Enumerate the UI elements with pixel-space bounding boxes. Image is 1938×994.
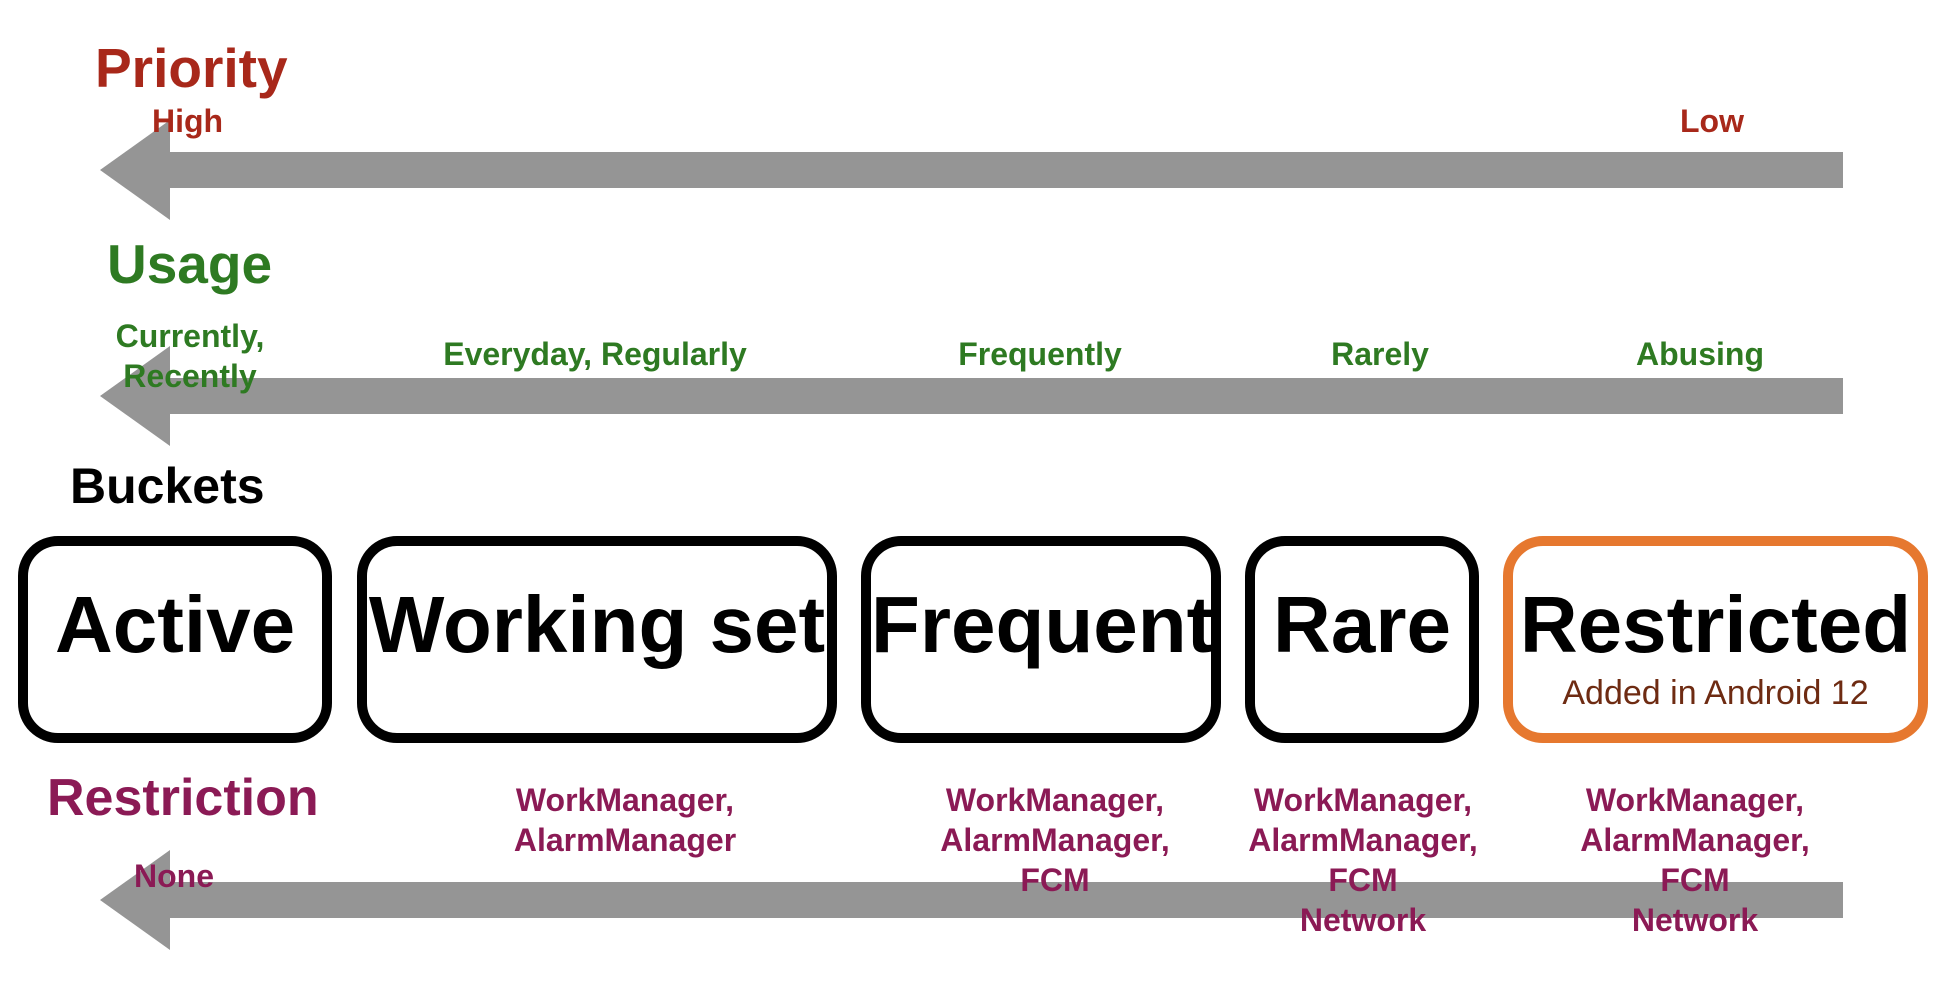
bucket-active-label: Active bbox=[54, 580, 296, 669]
usage-level-everyday: Everyday, Regularly bbox=[443, 336, 747, 372]
restriction-none-label: None bbox=[134, 858, 214, 894]
restriction-level-restricted: WorkManager, AlarmManager, FCM Network bbox=[1580, 782, 1810, 938]
bucket-working-set: Working set bbox=[357, 536, 837, 743]
usage-level-frequently: Frequently bbox=[958, 336, 1122, 372]
priority-arrow bbox=[100, 120, 1843, 220]
usage-level-rarely: Rarely bbox=[1331, 336, 1429, 372]
restriction-level-working-set: WorkManager, AlarmManager bbox=[513, 782, 737, 858]
restriction-level-rare: WorkManager, AlarmManager, FCM Network bbox=[1248, 782, 1478, 938]
bucket-restricted-note: Added in Android 12 bbox=[1562, 674, 1869, 712]
usage-level-recently: Currently, Recently bbox=[115, 318, 265, 394]
priority-low-label: Low bbox=[1680, 103, 1744, 139]
priority-high-label: High bbox=[152, 103, 224, 139]
bucket-frequent-label: Frequent bbox=[871, 580, 1214, 669]
bucket-rare-label: Rare bbox=[1273, 580, 1451, 669]
usage-arrow bbox=[100, 346, 1843, 446]
usage-title: Usage bbox=[107, 233, 273, 295]
restriction-arrow bbox=[100, 850, 1843, 950]
buckets-title: Buckets bbox=[70, 458, 265, 514]
restriction-title: Restriction bbox=[47, 769, 319, 827]
bucket-rare: Rare bbox=[1245, 536, 1479, 743]
bucket-restricted-label: Restricted bbox=[1519, 580, 1912, 669]
bucket-active: Active bbox=[18, 536, 332, 743]
bucket-restricted: Restricted Added in Android 12 bbox=[1503, 536, 1928, 743]
bucket-frequent: Frequent bbox=[861, 536, 1221, 743]
usage-level-abusing: Abusing bbox=[1636, 336, 1764, 372]
priority-title: Priority bbox=[95, 37, 288, 99]
restriction-level-frequent: WorkManager, AlarmManager, FCM bbox=[940, 782, 1170, 898]
bucket-working-set-label: Working set bbox=[368, 580, 826, 669]
